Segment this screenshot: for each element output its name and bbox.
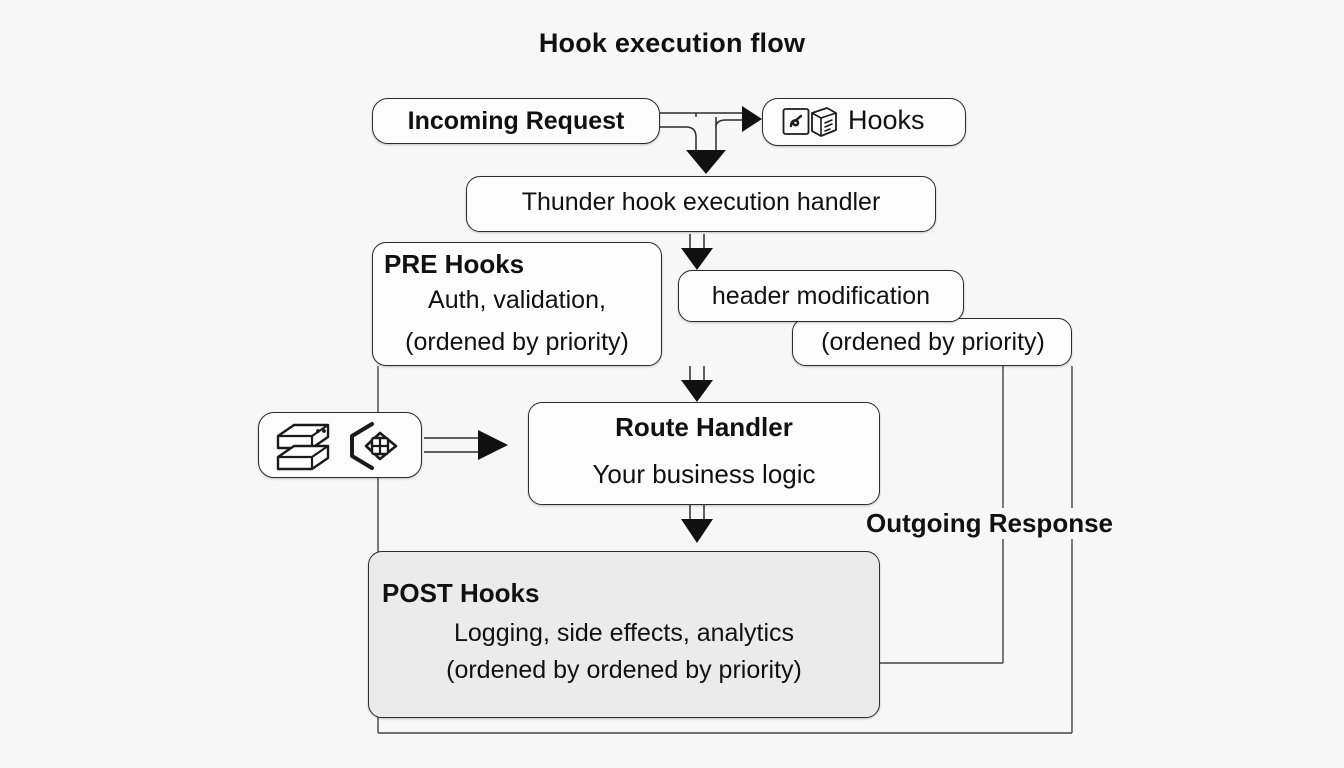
incoming-request-label: Incoming Request — [407, 107, 625, 135]
route-handler-title: Route Handler — [615, 412, 793, 442]
pre-hooks-line2: (ordened by priority) — [405, 328, 629, 356]
hexagon-node-icon — [350, 422, 398, 470]
node-thunder-handler[interactable] — [466, 176, 936, 232]
edge-request-trunk-bottom — [660, 126, 697, 150]
ordered-by-priority-label: (ordened by priority) — [821, 328, 1045, 356]
node-ordered-by-priority[interactable] — [792, 318, 1072, 366]
thunder-handler-label: Thunder hook execution handler — [521, 188, 881, 216]
pre-hooks-title: PRE Hooks — [384, 249, 525, 279]
node-route-handler[interactable] — [528, 402, 880, 505]
arrowhead-to-hooks — [742, 106, 762, 132]
pre-hooks-line1: Auth, validation, — [428, 286, 606, 314]
arrowhead-handler-to-pre — [681, 248, 713, 270]
edge-request-branch-right — [715, 119, 742, 128]
node-incoming-request[interactable] — [372, 98, 660, 144]
arrowhead-to-thunder-handler — [686, 150, 726, 174]
post-hooks-line1: Logging, side effects, analytics — [453, 619, 795, 647]
node-post-hooks[interactable] — [368, 551, 880, 718]
hooks-label: Hooks — [848, 105, 925, 135]
post-hooks-line2: (ordened by ordened by priority) — [446, 656, 802, 684]
arrowhead-route-to-post — [681, 519, 713, 543]
server-stack-icon — [276, 423, 330, 471]
page-title: Hook execution flow — [538, 28, 806, 58]
node-header-modification[interactable] — [678, 270, 964, 322]
arrowhead-services-to-route — [478, 430, 508, 460]
outgoing-response-label: Outgoing Response — [862, 508, 1117, 539]
header-modification-label: header modification — [711, 282, 931, 310]
node-hooks[interactable] — [762, 98, 966, 146]
post-hooks-title: POST Hooks — [382, 578, 540, 608]
route-handler-subtitle: Your business logic — [592, 459, 816, 489]
arrowhead-pre-to-route — [681, 380, 713, 402]
hook-document-icon — [782, 107, 837, 137]
node-pre-hooks[interactable] — [372, 242, 662, 366]
